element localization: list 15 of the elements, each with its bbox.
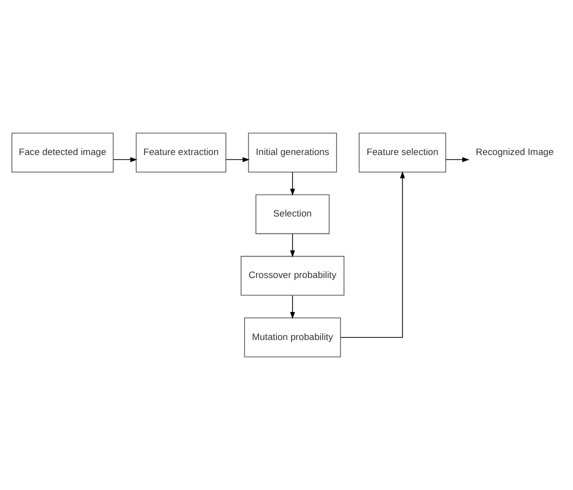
arrow xyxy=(446,157,470,162)
arrow xyxy=(226,157,250,162)
arrow xyxy=(113,157,138,162)
node-box: Mutation probability xyxy=(244,318,341,358)
arrow xyxy=(290,172,295,196)
node-box: Feature selection xyxy=(358,132,446,172)
node-box: Crossover probability xyxy=(240,256,344,296)
node-box: Selection xyxy=(256,194,330,234)
node-box: Face detected image xyxy=(11,132,114,172)
arrow xyxy=(290,234,295,258)
node-text: Recognized Image xyxy=(476,147,554,158)
node-box: Feature extraction xyxy=(136,132,226,172)
node-box: Initial generations xyxy=(248,132,337,172)
arrow xyxy=(340,171,405,338)
arrow xyxy=(290,295,295,319)
